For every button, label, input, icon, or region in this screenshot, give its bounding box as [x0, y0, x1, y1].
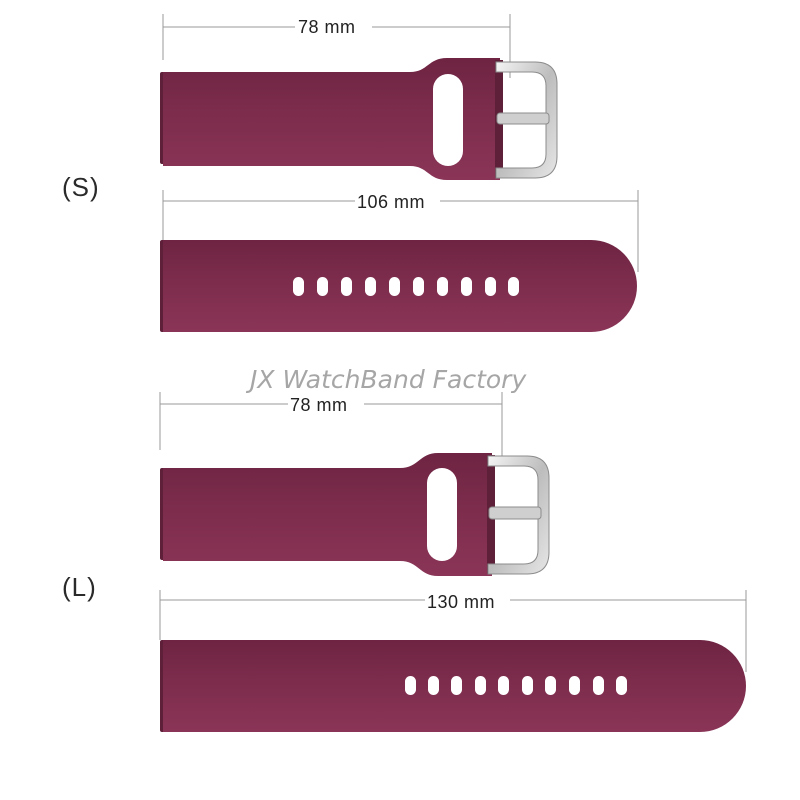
strap-holes	[405, 676, 627, 695]
dimension-tail-strap-large	[159, 590, 747, 672]
dimension-label-buckle-strap: 78 mm	[298, 17, 356, 37]
buckle-large	[487, 455, 550, 575]
size-label-large: (L)	[62, 572, 97, 602]
dimension-label-tail-strap: 130 mm	[427, 592, 495, 612]
watermark: JX WatchBand Factory	[245, 365, 527, 394]
size-group-large: 78 mm (L) 130 mm	[62, 392, 747, 732]
dimension-tail-strap-small	[162, 190, 639, 272]
size-label-small: (S)	[62, 172, 100, 202]
dimension-label-tail-strap: 106 mm	[357, 192, 425, 212]
buckle-strap-large	[160, 453, 495, 576]
tail-strap-small	[160, 240, 637, 332]
dimension-label-buckle-strap: 78 mm	[290, 395, 348, 415]
buckle-small	[495, 61, 558, 179]
dimension-buckle-strap-large	[159, 392, 503, 466]
tail-strap-large	[160, 640, 746, 732]
buckle-strap-small	[160, 58, 503, 180]
strap-holes	[293, 277, 519, 296]
size-group-small: 78 mm (S) 106 mm	[62, 14, 639, 332]
